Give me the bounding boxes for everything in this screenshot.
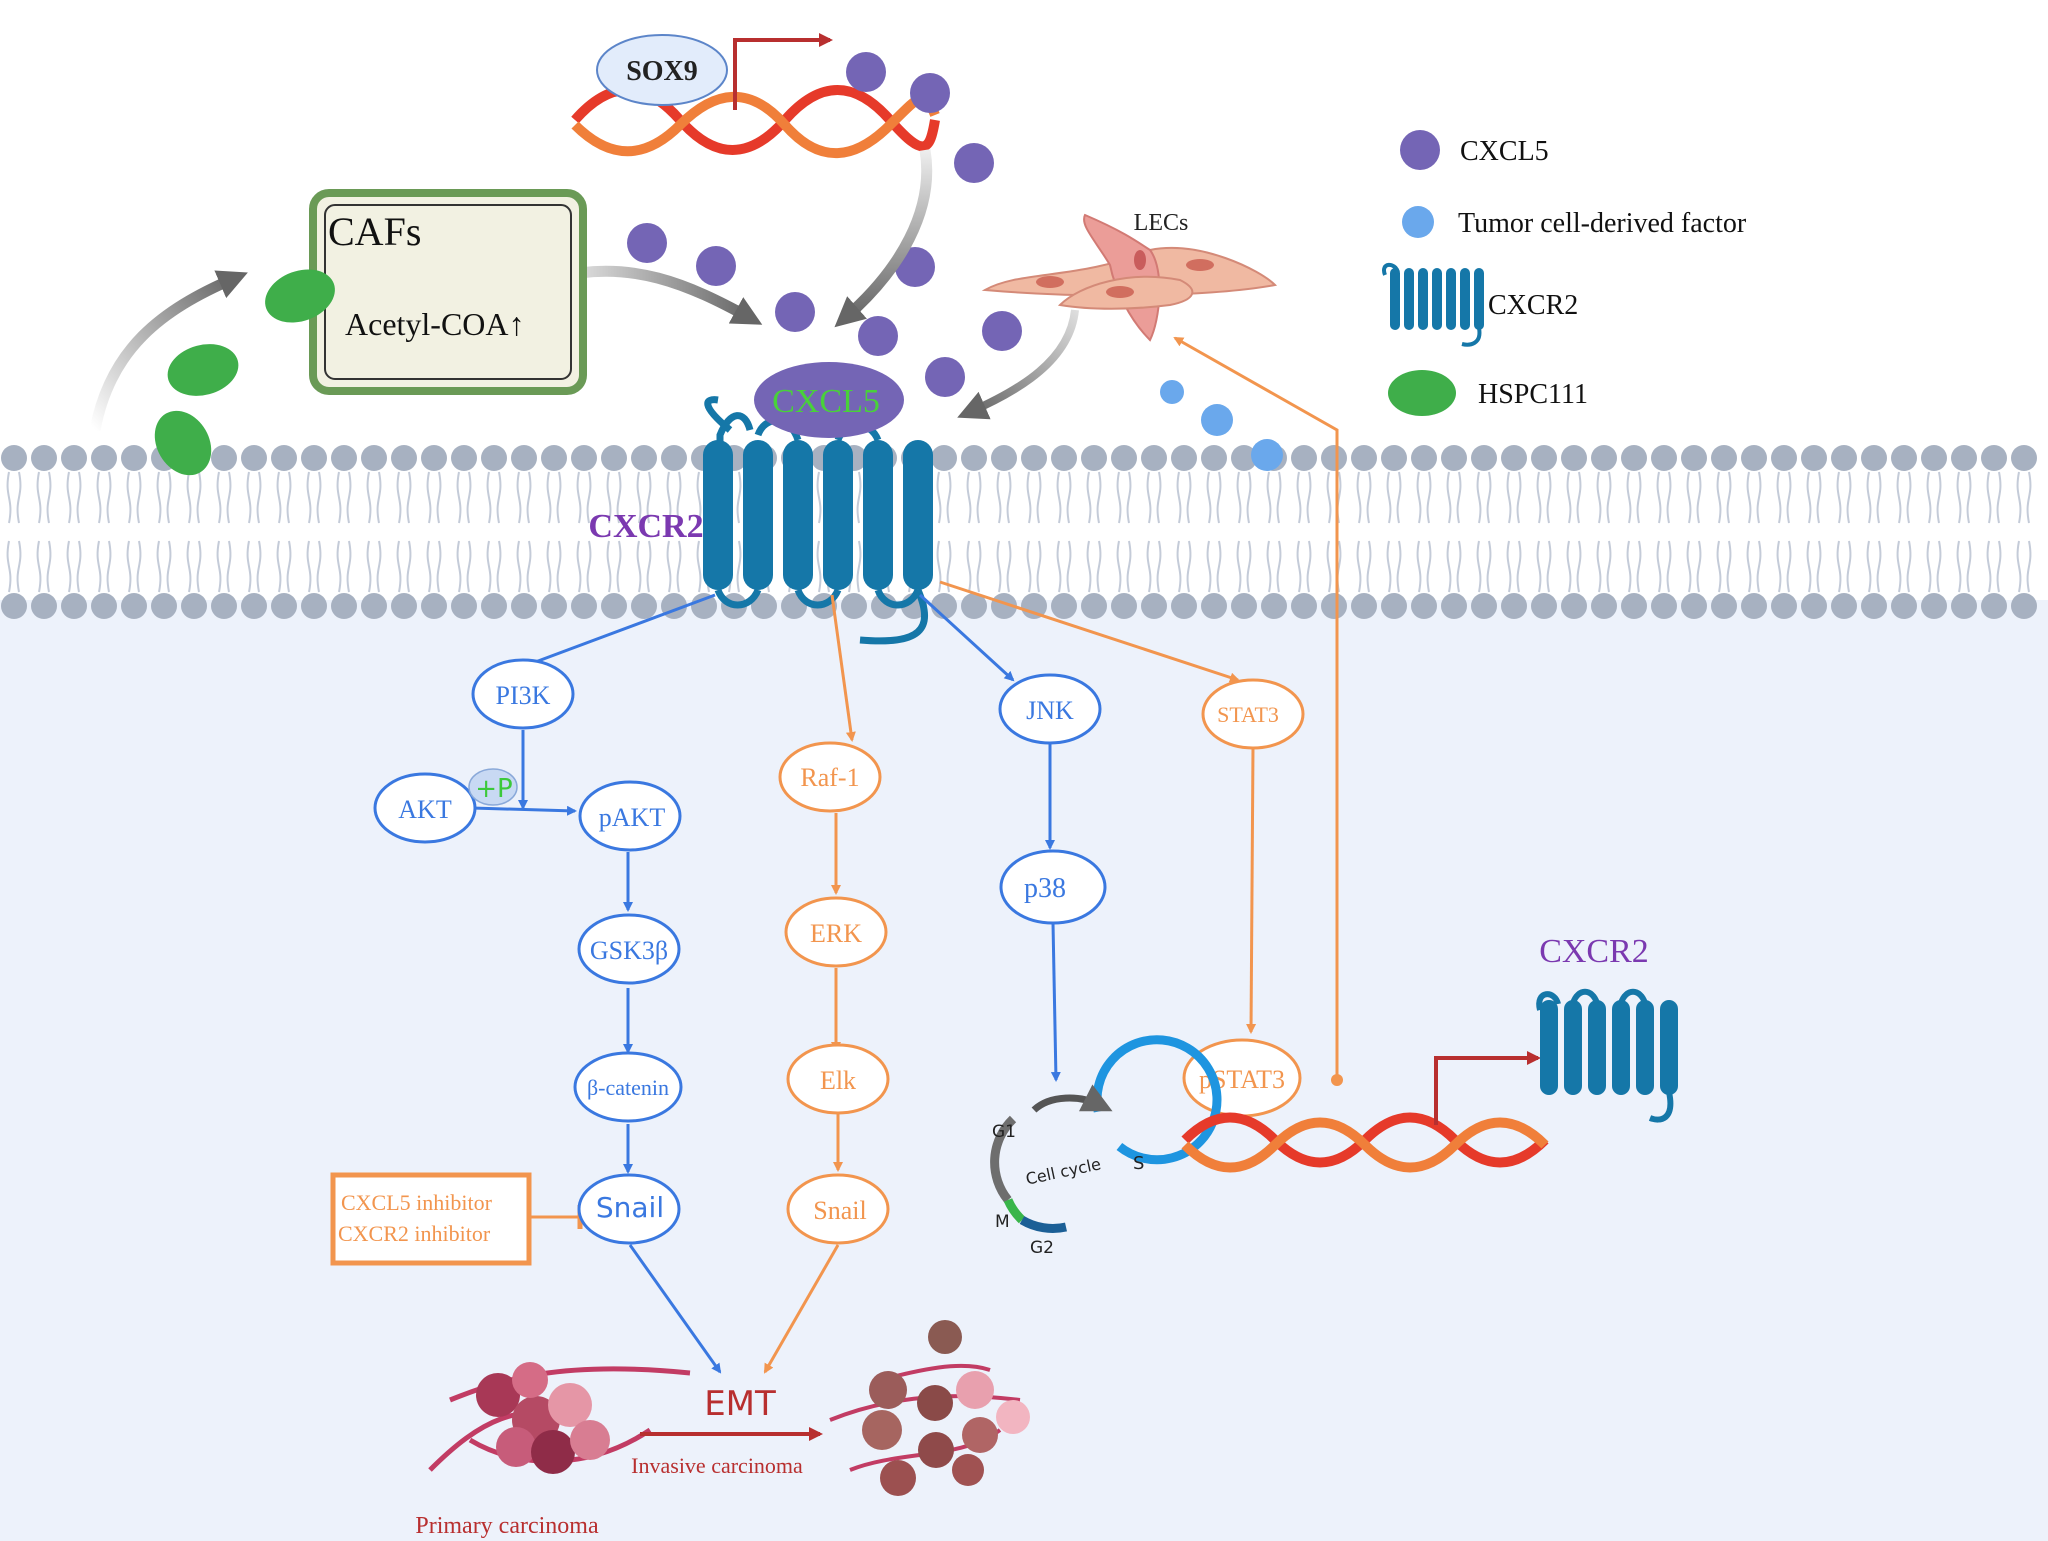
node-snail-blue-label: Snail xyxy=(596,1191,664,1224)
pstat3-connector xyxy=(1331,1074,1343,1086)
phospho-label: +P xyxy=(475,774,512,804)
primary-carcinoma-label: Primary carcinoma xyxy=(415,1513,599,1539)
node-jnk-label: JNK xyxy=(1026,696,1074,725)
node-raf1-label: Raf-1 xyxy=(800,763,859,792)
sox9-to-cxcl5-arrow xyxy=(834,149,933,328)
node-p38 xyxy=(999,849,1107,925)
blue-circle-icon xyxy=(1402,206,1434,238)
cell-cycle-m: M xyxy=(995,1212,1010,1232)
invasive-carcinoma-cluster xyxy=(829,1320,1030,1496)
cxcr2-gene-dna xyxy=(1181,1051,1549,1173)
lecs-to-receptor-arrow xyxy=(957,309,1079,420)
inhibitor-cxcl5: CXCL5 inhibitor xyxy=(341,1190,493,1215)
node-p38-label: p38 xyxy=(1024,873,1066,904)
cxcl5-bound-label: CXCL5 xyxy=(772,383,880,420)
hspc111-to-cafs-arrow xyxy=(89,270,248,432)
tumor-factor-particles xyxy=(1160,380,1283,471)
node-snail-orange-label: Snail xyxy=(813,1196,866,1225)
invasive-carcinoma-label: Invasive carcinoma xyxy=(631,1453,803,1478)
pathway-arrows xyxy=(471,336,1339,1374)
legend-cxcr2: CXCR2 xyxy=(1488,290,1578,321)
lecs-label: LECs xyxy=(1134,210,1189,236)
node-erk xyxy=(784,896,888,968)
node-beta-catenin-label: β-catenin xyxy=(587,1075,669,1100)
node-elk xyxy=(786,1043,890,1115)
node-snail-orange xyxy=(786,1173,890,1245)
node-raf1 xyxy=(778,741,882,813)
node-stat3 xyxy=(1201,678,1305,750)
cxcr2-expressed-receptor xyxy=(1536,988,1678,1123)
cxcr2-membrane-label: CXCR2 xyxy=(588,508,703,545)
cell-cycle-g1: G1 xyxy=(992,1122,1016,1142)
lecs-cells xyxy=(981,213,1278,342)
sox9-oval xyxy=(596,34,728,106)
node-stat3-label: STAT3 xyxy=(1217,702,1279,727)
node-erk-label: ERK xyxy=(810,919,862,948)
cafs-acetyl-coa: Acetyl-COA↑ xyxy=(345,306,525,342)
inhibitor-box xyxy=(330,1172,532,1266)
cafs-title: CAFs xyxy=(328,209,421,254)
cxcl5-particles xyxy=(627,52,1022,397)
cell-cycle-g2: G2 xyxy=(1030,1238,1054,1258)
node-snail-blue xyxy=(577,1173,681,1245)
legend-tumor-factor: Tumor cell-derived factor xyxy=(1458,208,1747,239)
emt-label: EMT xyxy=(704,1384,776,1424)
node-beta-catenin xyxy=(573,1051,683,1123)
cxcr2-expressed-label: CXCR2 xyxy=(1539,933,1649,970)
purple-circle-icon xyxy=(1400,130,1440,170)
cxcr2-receptor xyxy=(703,396,933,645)
node-pi3k-label: PI3K xyxy=(496,681,551,710)
legend-hspc111: HSPC111 xyxy=(1478,379,1588,410)
green-ellipse-icon xyxy=(1388,370,1456,416)
receptor-icon xyxy=(1382,262,1484,347)
phospho-badge xyxy=(468,768,518,806)
cell-membrane xyxy=(1,445,2037,619)
cxcl5-bound-ligand xyxy=(754,362,904,438)
pathway-nodes: PI3K AKT +P pAKT GSK3β β-catenin Snail R… xyxy=(373,658,1305,1245)
sox9-label: SOX9 xyxy=(626,56,698,87)
node-pakt-label: pAKT xyxy=(599,803,666,832)
hspc111-particles xyxy=(154,269,335,476)
node-pakt xyxy=(578,780,682,852)
legend-cxcl5: CXCL5 xyxy=(1460,136,1549,167)
node-pi3k xyxy=(471,658,575,730)
node-gsk3b-label: GSK3β xyxy=(590,936,668,965)
cytoplasm-background xyxy=(0,600,2048,1541)
cell-cycle-s: S xyxy=(1133,1153,1144,1174)
legend: CXCL5 Tumor cell-derived factor CXCR2 HS… xyxy=(1382,130,1747,416)
primary-carcinoma-cluster xyxy=(428,1362,691,1474)
node-elk-label: Elk xyxy=(820,1066,856,1095)
node-akt xyxy=(373,772,477,844)
node-gsk3b xyxy=(577,913,681,985)
inhibitor-cxcr2: CXCR2 inhibitor xyxy=(338,1221,491,1246)
node-jnk xyxy=(998,673,1102,745)
node-akt-label: AKT xyxy=(398,795,452,824)
